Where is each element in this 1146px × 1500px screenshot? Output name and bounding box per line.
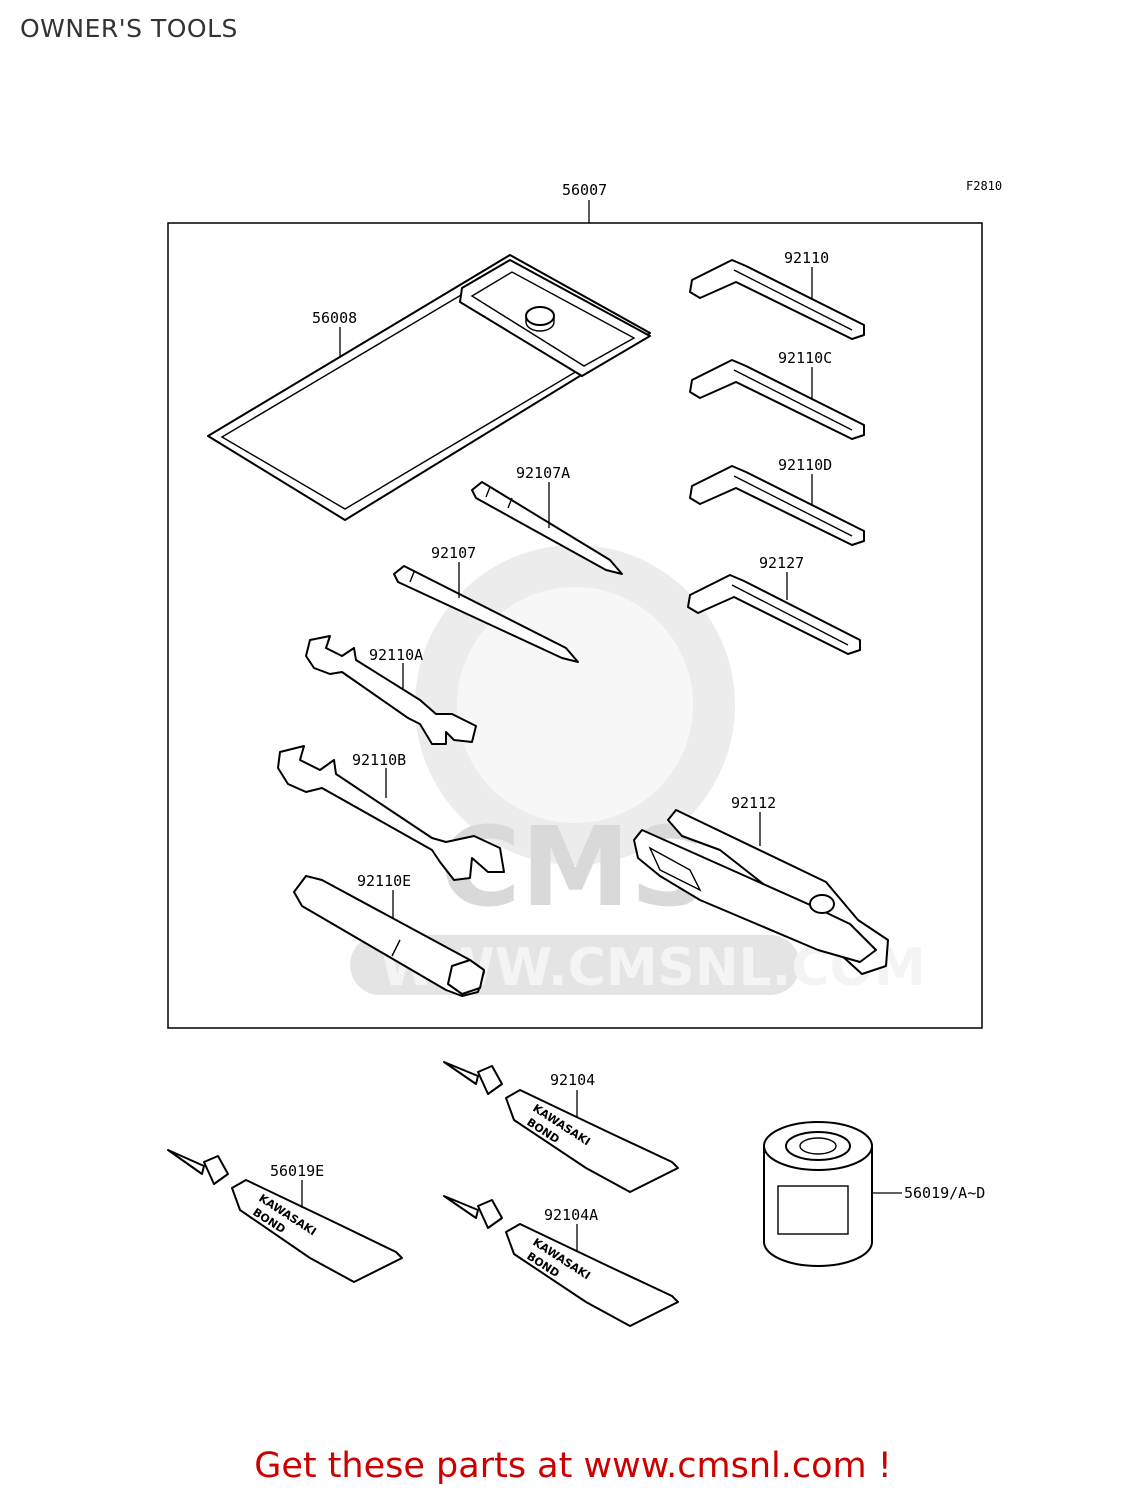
- wrench-92110A[interactable]: [305, 635, 477, 745]
- bond-tube-icon: [505, 1089, 679, 1193]
- part-label-92107A[interactable]: 92107A: [516, 464, 570, 482]
- part-label-92110A[interactable]: 92110A: [369, 646, 423, 664]
- footer-link[interactable]: Get these parts at www.cmsnl.com !: [254, 1446, 892, 1486]
- wrench-icon: [277, 745, 505, 881]
- bond-tube-icon: [505, 1223, 679, 1327]
- screwdriver-92107A[interactable]: [471, 481, 623, 575]
- part-label-92104A[interactable]: 92104A: [544, 1206, 598, 1224]
- part-label-92110D[interactable]: 92110D: [778, 456, 832, 474]
- part-label-56007[interactable]: 56007: [562, 181, 607, 199]
- hex-key-icon: [687, 574, 861, 655]
- bond-tube-icon: [231, 1179, 403, 1283]
- parts-diagram: CMS WWW.CMSNL.COM F2810 56007 56008 9211…: [167, 179, 1002, 1327]
- page-title: OWNER'S TOOLS: [20, 14, 238, 43]
- hex-key-92110[interactable]: [689, 259, 865, 340]
- part-label-56019AD[interactable]: 56019/A~D: [904, 1184, 985, 1202]
- hex-key-92110C[interactable]: [689, 359, 865, 440]
- tool-bag-icon: [207, 254, 651, 521]
- watermark: CMS WWW.CMSNL.COM: [350, 545, 925, 998]
- hex-key-92110D[interactable]: [689, 465, 865, 546]
- hex-key-icon: [689, 465, 865, 546]
- part-label-56019E[interactable]: 56019E: [270, 1162, 324, 1180]
- part-label-92110B[interactable]: 92110B: [352, 751, 406, 769]
- tool-kit-frame: [167, 222, 983, 1029]
- bond-tube-56019E[interactable]: KAWASAKI BOND: [167, 1149, 403, 1283]
- hex-key-icon: [689, 359, 865, 440]
- part-label-92127[interactable]: 92127: [759, 554, 804, 572]
- bond-tube-92104A[interactable]: KAWASAKI BOND: [443, 1195, 679, 1327]
- hex-key-icon: [689, 259, 865, 340]
- part-label-92107[interactable]: 92107: [431, 544, 476, 562]
- part-label-92110E[interactable]: 92110E: [357, 872, 411, 890]
- oil-filter-icon: [763, 1145, 873, 1267]
- part-label-92110C[interactable]: 92110C: [778, 349, 832, 367]
- screwdriver-icon: [393, 565, 579, 663]
- part-label-92112[interactable]: 92112: [731, 794, 776, 812]
- figure-id: F2810: [966, 179, 1002, 193]
- part-label-56008[interactable]: 56008: [312, 309, 357, 327]
- hex-key-92127[interactable]: [687, 574, 861, 655]
- screwdriver-92107[interactable]: [393, 565, 579, 663]
- plug-wrench-92110E[interactable]: [293, 875, 485, 997]
- wrench-icon: [305, 635, 477, 745]
- wrench-92110B[interactable]: [277, 745, 505, 881]
- tool-bag-56008[interactable]: [207, 254, 651, 521]
- part-label-92104[interactable]: 92104: [550, 1071, 595, 1089]
- part-label-92110[interactable]: 92110: [784, 249, 829, 267]
- oil-filter-56019[interactable]: [763, 1121, 873, 1267]
- pliers-92112[interactable]: [633, 809, 889, 975]
